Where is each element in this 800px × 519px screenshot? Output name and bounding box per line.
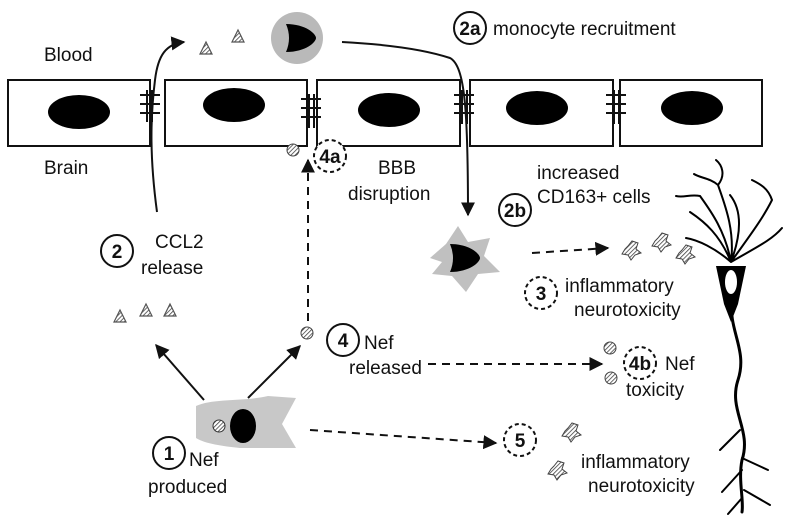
step-5-label-line1: inflammatory (581, 452, 690, 473)
blood-label: Blood (44, 45, 93, 66)
nef-particle (286, 143, 300, 157)
badges: 2a 4a 2b 2 3 4 4b 5 (100, 11, 657, 470)
step-5-label-line2: neurotoxicity (588, 476, 695, 497)
step-1-label-line1: Nef (189, 450, 219, 471)
nef-particles (286, 143, 618, 385)
badge-4b: 4b (623, 346, 657, 380)
svg-text:4: 4 (338, 331, 349, 352)
badge-4a: 4a (313, 139, 347, 173)
nef-particle (300, 326, 314, 340)
arrow-ccl2-to-blood (150, 36, 186, 213)
badge-4: 4 (326, 323, 360, 357)
arrow-macrophage-toxicity (531, 241, 610, 256)
brain-label: Brain (44, 158, 89, 179)
ccl2-triangle (199, 40, 213, 55)
cd163-macrophage (430, 226, 500, 292)
step-4a-label-line2: disruption (348, 184, 431, 205)
svg-text:3: 3 (536, 284, 547, 305)
cell-nucleus (358, 93, 420, 127)
step-1-label-line2: produced (148, 477, 228, 498)
tight-junction (301, 94, 321, 128)
badge-2b: 2b (498, 193, 532, 227)
badge-2: 2 (100, 234, 134, 268)
step-4-label-line2: released (349, 358, 422, 379)
ccl2-particles (113, 28, 245, 323)
step-2-label-line2: release (141, 258, 204, 279)
step-4b-label-line2: toxicity (626, 380, 685, 401)
arrow-cell-to-ccl2 (155, 343, 205, 401)
ccl2-triangle (231, 28, 245, 43)
arrow-cell-toxicity (309, 429, 498, 450)
step-4b-label-line1: Nef (665, 354, 695, 375)
nef-particle (604, 371, 618, 385)
svg-text:1: 1 (164, 444, 175, 465)
ccl2-triangle (113, 308, 127, 323)
cell-nucleus (48, 95, 110, 129)
cell-nucleus (661, 91, 723, 125)
cell-nucleus (506, 91, 568, 125)
infected-cell (196, 396, 296, 448)
inflammatory-star (547, 460, 569, 481)
ccl2-triangle (139, 302, 153, 317)
inflammatory-star (675, 244, 697, 265)
neuron (675, 159, 783, 515)
arrows (150, 36, 610, 450)
step-3-label-line1: inflammatory (565, 276, 674, 297)
svg-text:2a: 2a (459, 19, 481, 40)
step-2-label-line1: CCL2 (155, 232, 204, 253)
endothelial-barrier (7, 79, 763, 147)
cell-nucleus (203, 88, 265, 122)
step-4-label-line1: Nef (364, 333, 394, 354)
arrow-monocyte-recruitment (341, 41, 475, 217)
step-2a-label: monocyte recruitment (493, 19, 676, 40)
svg-text:2b: 2b (504, 201, 526, 222)
step-2b-label-line1: increased (537, 163, 620, 184)
inflammatory-particles (547, 232, 697, 481)
step-4a-label-line1: BBB (378, 158, 417, 179)
badge-5: 5 (503, 423, 537, 457)
svg-text:2: 2 (112, 242, 123, 263)
neuron-nucleus (725, 270, 737, 294)
step-3-label-line2: neurotoxicity (574, 300, 681, 321)
svg-text:5: 5 (515, 431, 526, 452)
inflammatory-star (651, 232, 673, 253)
ccl2-triangle (163, 302, 177, 317)
nef-particle (603, 341, 617, 355)
arrow-cell-to-nef (247, 345, 301, 399)
inflammatory-star (561, 422, 583, 443)
step-2b-label-line2: CD163+ cells (537, 187, 651, 208)
monocyte-blood (271, 12, 323, 64)
inflammatory-star (621, 240, 643, 261)
svg-text:4b: 4b (629, 354, 651, 375)
badge-3: 3 (524, 276, 558, 310)
badge-2a: 2a (453, 11, 487, 45)
tight-junction (606, 90, 626, 124)
svg-text:4a: 4a (319, 147, 341, 168)
badge-1: 1 (152, 436, 186, 470)
